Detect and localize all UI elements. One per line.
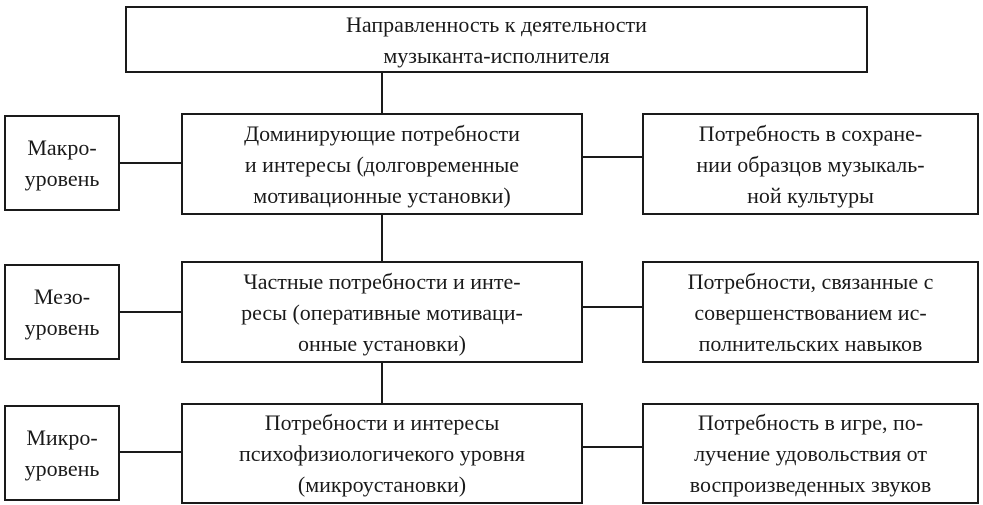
right-node-text: Потребность в сохране- нии образцов музы… — [696, 118, 924, 211]
center-node-macro: Доминирующие потребности и интересы (дол… — [181, 113, 583, 215]
root-line: музыканта-исполнителя — [383, 42, 610, 68]
level-label-line: Мезо- — [33, 284, 91, 309]
center-line: Потребности и интересы — [264, 410, 500, 435]
center-line: Частные потребности и инте- — [243, 268, 521, 294]
center-node-meso: Частные потребности и инте- ресы (операт… — [181, 261, 583, 363]
level-label-line: уровень — [24, 315, 100, 340]
level-label-line: уровень — [24, 166, 100, 191]
level-label-text: Мезо- уровень — [25, 281, 100, 343]
level-label-micro: Микро- уровень — [4, 405, 120, 501]
center-line: (микроустановки) — [297, 472, 467, 497]
right-line: Потребность в игре, по- — [697, 410, 924, 435]
right-node-macro: Потребность в сохране- нии образцов музы… — [642, 113, 979, 215]
right-line: ной культуры — [747, 182, 874, 208]
level-label-meso: Мезо- уровень — [4, 264, 120, 360]
root-line: Направленность к деятельности — [346, 11, 647, 37]
center-line: психофизиологичекого уровня — [238, 441, 526, 466]
level-label-line: уровень — [24, 456, 100, 481]
center-node-text: Доминирующие потребности и интересы (дол… — [244, 118, 520, 211]
right-line: полнительских навыков — [698, 330, 923, 356]
right-line: воспроизведенных звуков — [689, 472, 932, 497]
center-line: Доминирующие потребности — [244, 120, 520, 146]
right-line: Потребности, связанные с — [687, 268, 934, 294]
center-node-text: Потребности и интересы психофизиологичек… — [239, 407, 525, 500]
center-line: онные установки) — [298, 330, 466, 356]
center-node-micro: Потребности и интересы психофизиологичек… — [181, 403, 583, 504]
center-line: и интересы (долговременные — [244, 151, 520, 177]
center-node-text: Частные потребности и инте- ресы (операт… — [241, 266, 523, 359]
level-label-macro: Макро- уровень — [4, 115, 120, 211]
level-label-text: Микро- уровень — [25, 422, 100, 484]
right-node-micro: Потребность в игре, по- лучение удовольс… — [642, 403, 979, 504]
right-node-text: Потребности, связанные с совершенствован… — [688, 266, 934, 359]
level-label-text: Макро- уровень — [25, 132, 100, 194]
root-node-text: Направленность к деятельности музыканта-… — [346, 9, 647, 71]
level-label-line: Микро- — [26, 425, 98, 450]
root-node: Направленность к деятельности музыканта-… — [125, 6, 868, 73]
right-line: нии образцов музыкаль- — [696, 151, 925, 177]
level-label-line: Макро- — [27, 135, 97, 160]
right-node-meso: Потребности, связанные с совершенствован… — [642, 261, 979, 363]
right-line: Потребность в сохране- — [698, 120, 923, 146]
right-line: лучение удовольствия от — [694, 441, 927, 466]
right-line: совершенствованием ис- — [694, 299, 927, 325]
right-node-text: Потребность в игре, по- лучение удовольс… — [690, 407, 932, 500]
center-line: ресы (оперативные мотиваци- — [241, 299, 523, 325]
center-line: мотивационные установки) — [253, 182, 511, 208]
